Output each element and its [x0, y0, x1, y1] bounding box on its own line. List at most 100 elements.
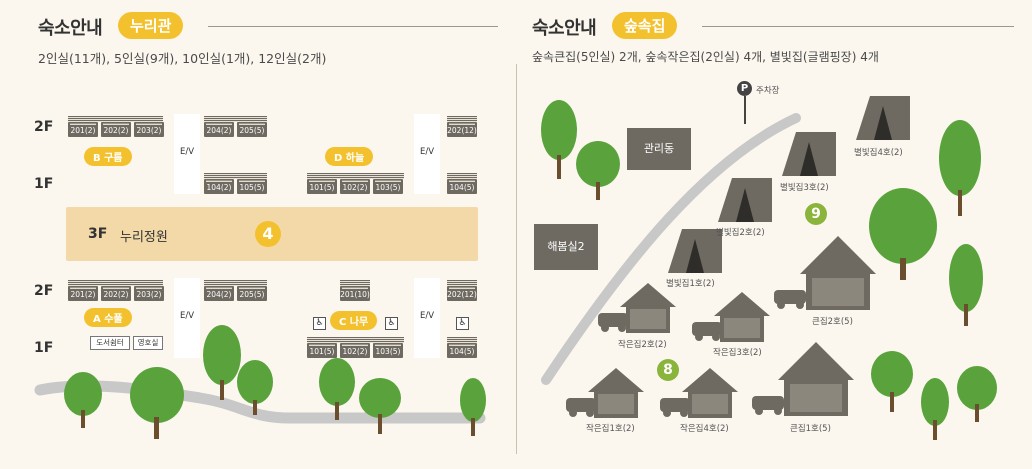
garden-number-badge: 4 — [255, 221, 281, 247]
parking-label: 주차장 — [756, 86, 780, 96]
room-201-10[interactable]: 201(10) — [340, 286, 370, 301]
tree-icon — [921, 378, 949, 440]
room-201[interactable]: 201(2) — [68, 122, 98, 137]
section-heading: 숙소안내 — [38, 18, 103, 39]
room-201[interactable]: 201(2) — [68, 286, 98, 301]
elevator-lower-right: E/V — [414, 278, 440, 358]
roof-stripe — [447, 173, 477, 179]
room-205[interactable]: 205(5) — [237, 122, 267, 137]
roof-stripe — [68, 280, 163, 286]
zone-a-badge: A 수풀 — [84, 308, 132, 327]
road — [541, 113, 801, 385]
tree-icon — [130, 367, 184, 439]
floor-label-3f: 3F — [88, 226, 108, 242]
zone-d-badge: D 하늘 — [325, 147, 374, 166]
nursing-room: 영호실 — [133, 336, 163, 350]
roof-stripe — [204, 173, 267, 179]
elevator-lower-left: E/V — [174, 278, 200, 358]
room-202[interactable]: 202(2) — [101, 286, 131, 301]
tent-1-label: 별빛집1호(2) — [666, 279, 715, 289]
room-101[interactable]: 101(5) — [307, 179, 337, 194]
tent-4-label: 별빛집4호(2) — [854, 148, 903, 158]
tent-icon — [782, 132, 836, 176]
roof-stripe — [340, 280, 370, 286]
room-203[interactable]: 203(2) — [134, 286, 164, 301]
heading-rule — [702, 26, 1014, 27]
tree-icon — [869, 188, 937, 280]
wheelchair-icon: ♿ — [385, 317, 398, 330]
room-105[interactable]: 105(5) — [237, 179, 267, 194]
room-104-5[interactable]: 104(5) — [447, 343, 477, 358]
small-house-icon — [598, 283, 676, 333]
wheelchair-icon: ♿ — [313, 317, 326, 330]
small-house-icon — [692, 292, 770, 342]
room-104-5[interactable]: 104(5) — [447, 179, 477, 194]
tree-icon — [576, 141, 620, 200]
roof-stripe — [68, 116, 163, 122]
big-house-icon — [752, 342, 854, 416]
forest-house-panel: 숙소안내 숲속집 숲속큰집(5인실) 2개, 숲속작은집(2인실) 4개, 별빛… — [516, 0, 1032, 469]
tree-icon — [939, 120, 981, 216]
room-102[interactable]: 102(2) — [340, 179, 370, 194]
parking-icon: P — [737, 81, 752, 96]
nuri-hall-badge: 누리관 — [118, 12, 184, 39]
small-house-4-label: 작은집4호(2) — [680, 424, 729, 434]
tree-icon — [957, 366, 997, 422]
small-house-icon — [660, 368, 738, 418]
wheelchair-icon: ♿ — [456, 317, 469, 330]
tent-icon — [668, 229, 722, 273]
big-house-icon — [774, 236, 876, 310]
parking-pole — [744, 96, 746, 124]
area-8-badge: 8 — [657, 359, 679, 381]
house-summary: 숲속큰집(5인실) 2개, 숲속작은집(2인실) 4개, 별빛집(글램핑장) 4… — [532, 50, 879, 64]
tent-icon — [856, 96, 910, 140]
zone-b-badge: B 구름 — [84, 147, 132, 166]
section-heading: 숙소안내 — [532, 18, 597, 39]
tree-icon — [237, 360, 273, 415]
roof-stripe — [447, 116, 477, 122]
room-202-12[interactable]: 202(12) — [447, 122, 477, 137]
forest-house-badge: 숲속집 — [612, 12, 678, 39]
small-house-3-label: 작은집3호(2) — [713, 348, 762, 358]
tree-icon — [203, 325, 241, 400]
roof-stripe — [447, 280, 477, 286]
nuri-hall-panel: 숙소안내 누리관 2인실(11개), 5인실(9개), 10인실(1개), 12… — [34, 12, 498, 439]
room-202[interactable]: 202(2) — [101, 122, 131, 137]
room-204[interactable]: 204(2) — [204, 122, 234, 137]
nursing-room-building: 해봄실2 — [534, 224, 598, 270]
big-house-2-label: 큰집2호(5) — [812, 317, 853, 327]
floor-label-1f: 1F — [34, 340, 54, 356]
roof-stripe — [307, 337, 404, 343]
big-house-1-label: 큰집1호(5) — [790, 424, 831, 434]
room-202-12[interactable]: 202(12) — [447, 286, 477, 301]
room-103[interactable]: 103(5) — [373, 343, 403, 358]
floor-label-2f: 2F — [34, 283, 54, 299]
room-204[interactable]: 204(2) — [204, 286, 234, 301]
floor-label-1f: 1F — [34, 176, 54, 192]
library-lounge: 도서쉼터 — [90, 336, 130, 350]
tree-icon — [871, 351, 913, 412]
small-house-2-label: 작은집2호(2) — [618, 340, 667, 350]
room-104[interactable]: 104(2) — [204, 179, 234, 194]
room-205[interactable]: 205(5) — [237, 286, 267, 301]
tree-icon — [64, 372, 102, 428]
tree-icon — [460, 378, 486, 436]
office-building: 관리동 — [627, 128, 691, 170]
room-103[interactable]: 103(5) — [373, 179, 403, 194]
room-203[interactable]: 203(2) — [134, 122, 164, 137]
elevator-upper-left: E/V — [174, 114, 200, 194]
room-summary: 2인실(11개), 5인실(9개), 10인실(1개), 12인실(2개) — [38, 51, 327, 66]
room-102[interactable]: 102(2) — [340, 343, 370, 358]
panel-divider — [516, 64, 517, 454]
tree-icon — [541, 100, 577, 179]
room-101[interactable]: 101(5) — [307, 343, 337, 358]
floor-label-2f: 2F — [34, 119, 54, 135]
roof-stripe — [307, 173, 404, 179]
tree-icon — [949, 244, 983, 326]
heading-rule — [208, 26, 498, 27]
small-house-icon — [566, 368, 644, 418]
roof-stripe — [204, 116, 267, 122]
tree-icon — [319, 358, 355, 420]
tree-icon — [359, 378, 401, 434]
tent-icon — [718, 178, 772, 222]
